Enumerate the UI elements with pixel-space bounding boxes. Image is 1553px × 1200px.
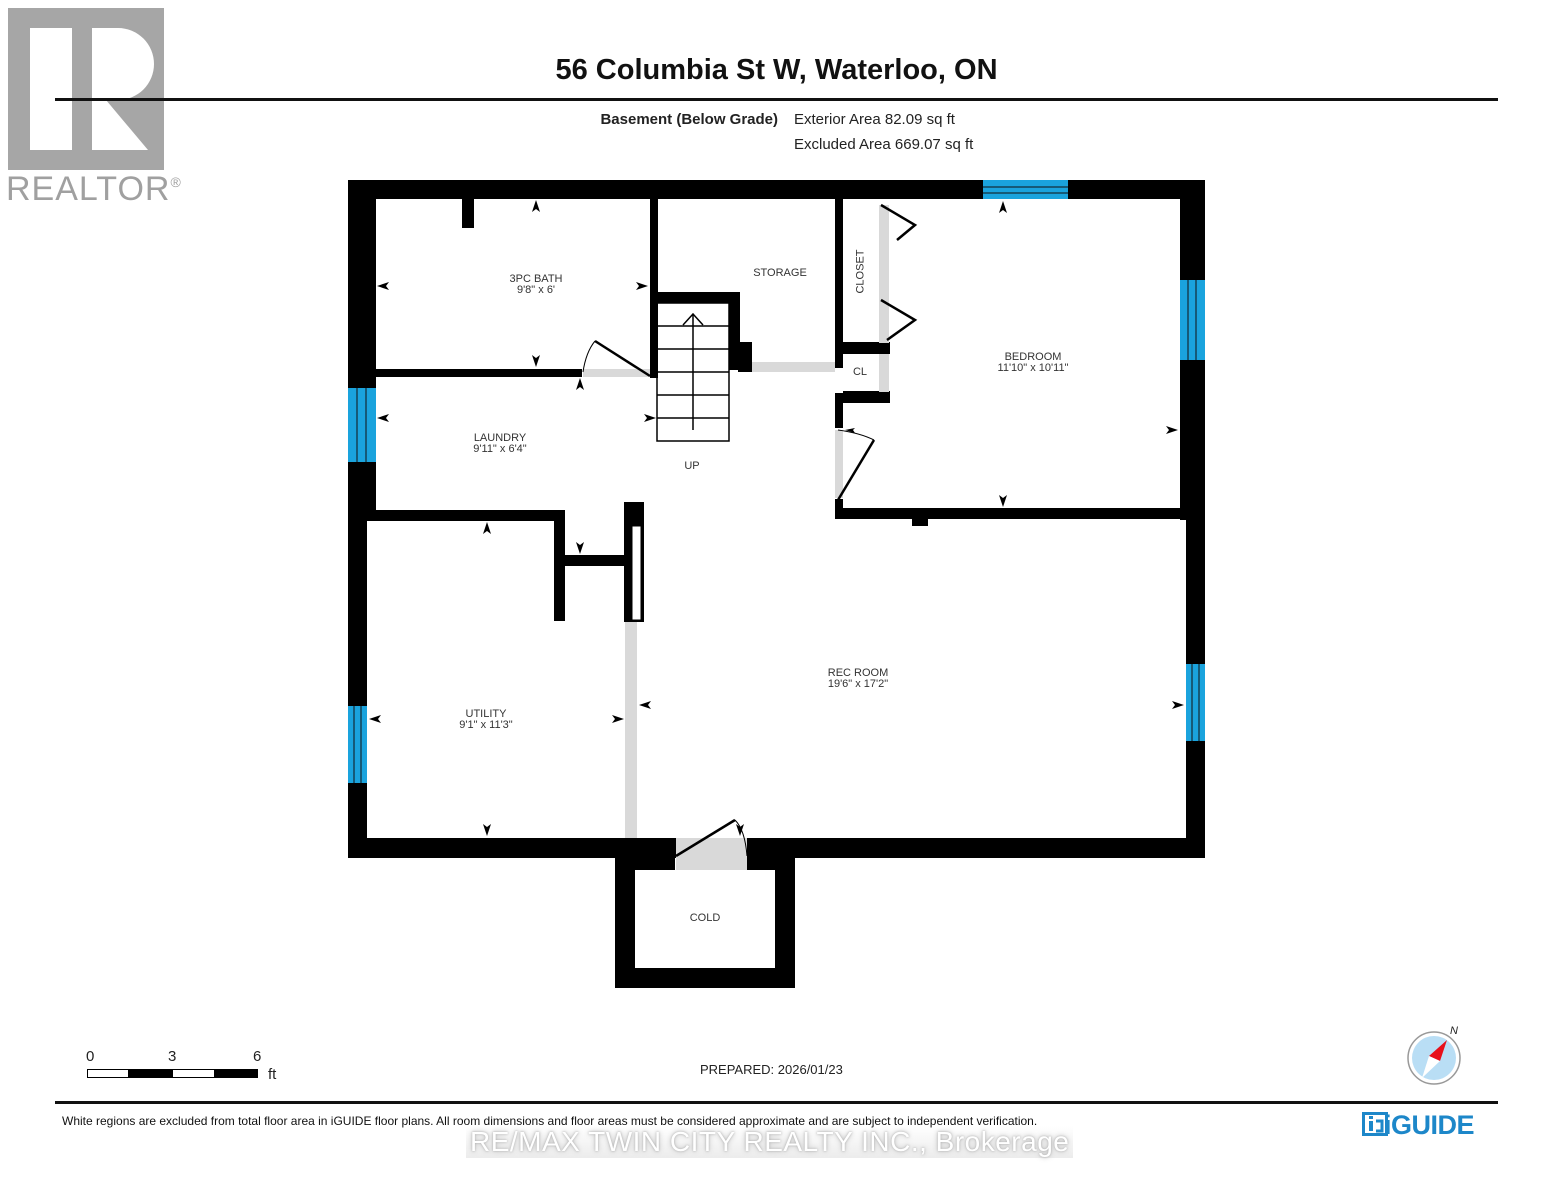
header-divider [55,98,1498,101]
room-cl: CL [852,366,868,378]
excluded-area: Excluded Area 669.07 sq ft [794,136,974,153]
room-storage: STORAGE [753,267,807,279]
floor-level-label: Basement (Below Grade) [600,111,778,128]
iguide-mark-icon [1362,1112,1388,1136]
prepared-date: PREPARED: 2026/01/23 [700,1062,843,1077]
scale-tick-3: 3 [168,1048,177,1065]
footer-divider [55,1101,1498,1104]
scale-tick-0: 0 [86,1048,95,1065]
realtor-logo-icon [8,8,164,170]
compass-north-label: N [1450,1025,1458,1037]
room-cold: COLD [689,912,721,924]
brokerage-watermark: RE/MAX TWIN CITY REALTY INC., Brokerage [466,1126,1074,1158]
iguide-logo: iGUIDE [1362,1110,1475,1141]
scale-bar [87,1069,258,1078]
property-address-title: 56 Columbia St W, Waterloo, ON [555,54,998,86]
scale-tick-6: 6 [253,1048,262,1065]
realtor-wordmark: REALTOR® [6,170,182,208]
north-compass-icon: N [1407,1025,1461,1085]
walls [348,180,1205,988]
scale-unit: ft [268,1066,277,1083]
room-closet: CLOSET [854,249,867,294]
openings [583,205,889,870]
stairs-up-label: UP [684,460,700,472]
windows [348,180,1205,783]
doors [582,203,918,858]
stairs [656,302,730,442]
disclaimer-text: White regions are excluded from total fl… [62,1114,1038,1128]
dimension-arrows [369,200,1184,836]
exterior-area: Exterior Area 82.09 sq ft [794,111,955,128]
